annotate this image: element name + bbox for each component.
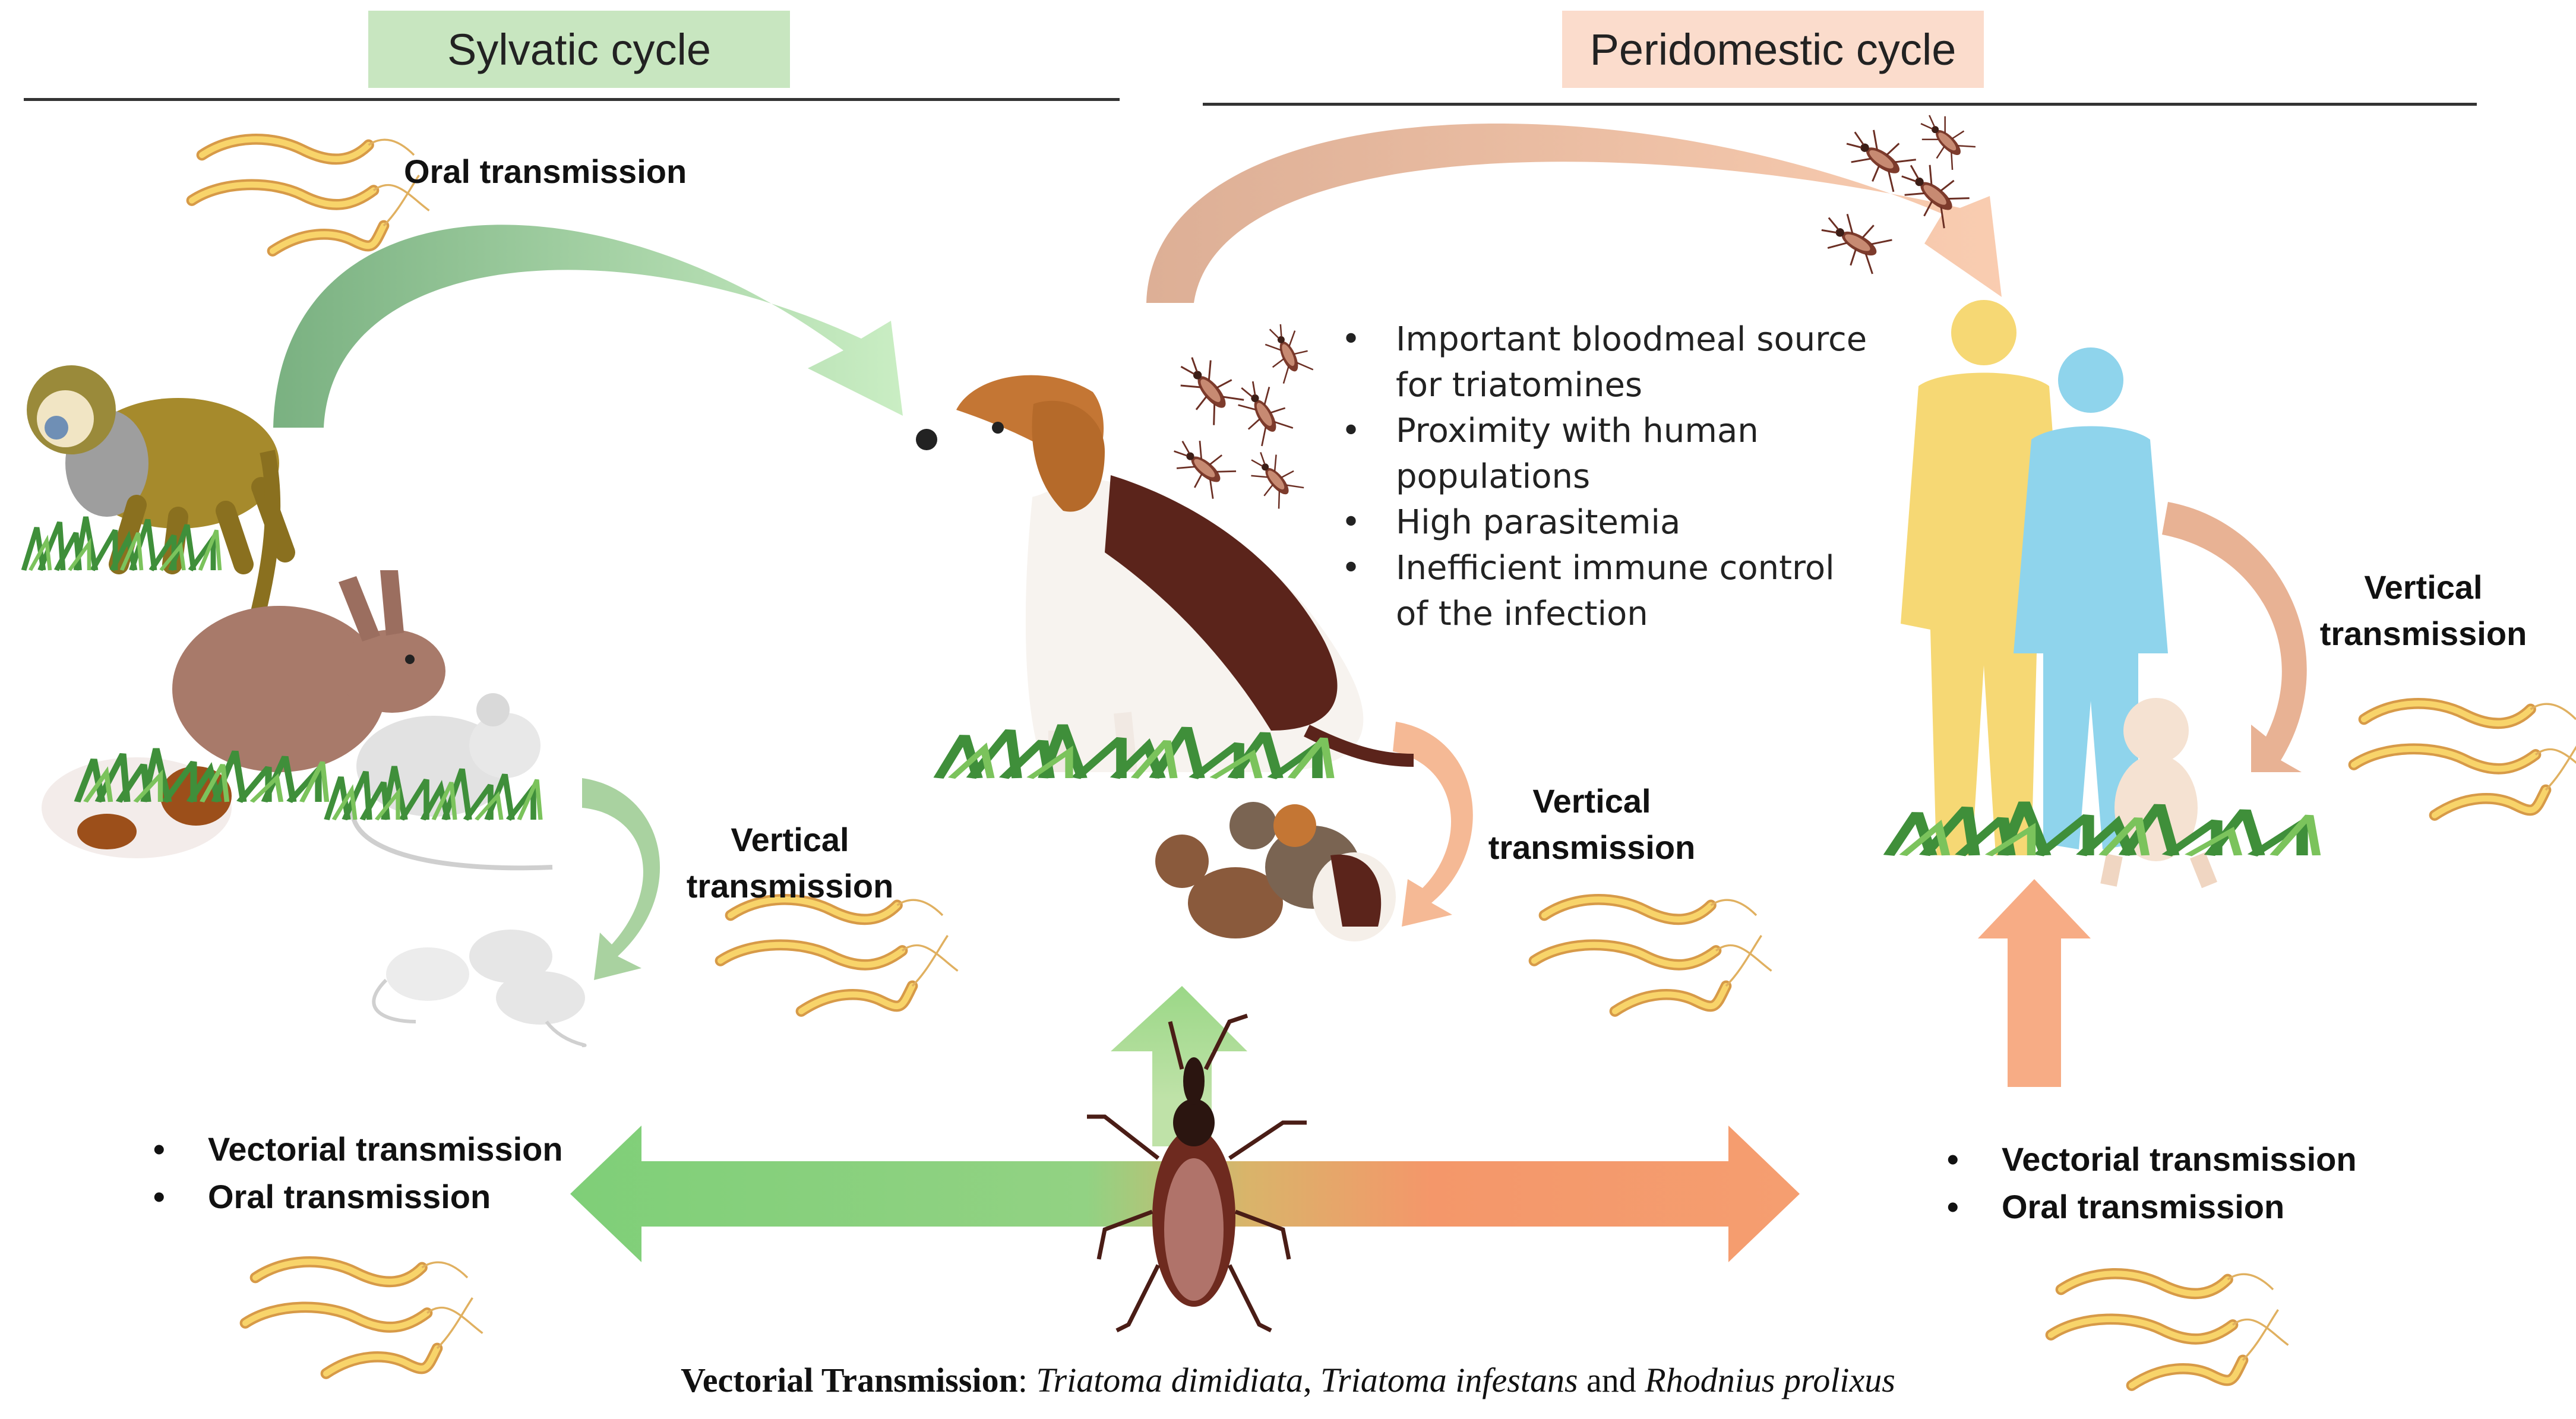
- human-vertical-transmission-label: Vertical transmission: [2305, 564, 2542, 657]
- mouse-litter-icon: [372, 930, 587, 1047]
- trypanosome-icon: [192, 139, 429, 251]
- human-vertical-arrow: [2162, 502, 2307, 772]
- list-item: High parasitemia: [1336, 500, 1871, 545]
- triatomine-bug-icon: [1168, 346, 1248, 429]
- triatomine-bug-icon: [1164, 429, 1239, 503]
- triatomine-bug-icon: [1812, 203, 1895, 278]
- label-line: Vertical: [731, 821, 849, 858]
- caption-and: and: [1578, 1361, 1645, 1399]
- list-item: Oral transmission: [148, 1173, 624, 1221]
- triatomine-bug-icon: [1910, 105, 1978, 173]
- trypanosome-icon: [245, 1262, 483, 1373]
- peridomestic-cycle-title: Peridomestic cycle: [1562, 11, 1984, 88]
- triatomine-bug-icon: [1087, 1013, 1307, 1333]
- dog-icon: [916, 375, 1414, 773]
- caption-species-2: Triatoma infestans: [1320, 1361, 1578, 1399]
- label-line: transmission: [1488, 829, 1696, 866]
- caption-comma: ,: [1303, 1361, 1321, 1399]
- list-item: Important bloodmeal source for triatomin…: [1336, 317, 1871, 408]
- mouse-icon: [350, 693, 553, 871]
- caption-lead: Vectorial Transmission: [681, 1361, 1018, 1399]
- sylvatic-oral-arc-arrow: [273, 225, 903, 428]
- caption-species-1: Triatoma dimidiata: [1036, 1361, 1304, 1399]
- sylvatic-vertical-transmission-label: Vertical transmission: [671, 817, 909, 909]
- monkey-icon: [27, 365, 295, 691]
- green-up-arrow: [1111, 986, 1247, 1146]
- triatomine-bug-icon: [1257, 318, 1317, 385]
- peridomestic-transmission-list: Vectorial transmission Oral transmission: [1942, 1136, 2417, 1231]
- sylvatic-cycle-title: Sylvatic cycle: [368, 11, 790, 88]
- peridomestic-arc-arrow: [1146, 123, 2002, 303]
- vectorial-species-caption: Vectorial Transmission: Triatoma dimidia…: [0, 1360, 2576, 1400]
- rabbit-icon: [172, 570, 445, 772]
- dog-characteristics-list: Important bloodmeal source for triatomin…: [1336, 317, 1871, 637]
- sylvatic-oral-transmission-label: Oral transmission: [404, 153, 687, 190]
- list-item: Vectorial transmission: [148, 1126, 624, 1173]
- label-line: Vertical: [1532, 782, 1651, 820]
- label-line: Vertical: [2364, 568, 2483, 606]
- label-line: transmission: [2319, 615, 2527, 652]
- puppies-icon: [1155, 802, 1396, 941]
- list-item: Proximity with human populations: [1336, 408, 1871, 500]
- trypanosome-icon: [2354, 703, 2576, 815]
- list-item: Inefficient immune control of the infect…: [1336, 545, 1871, 637]
- list-item: Oral transmission: [1942, 1183, 2417, 1231]
- label-line: transmission: [686, 867, 894, 905]
- dog-vertical-transmission-label: Vertical transmission: [1473, 778, 1711, 871]
- trypanosome-icon: [1534, 899, 1772, 1011]
- human-man-icon: [1901, 300, 2067, 855]
- list-item: Vectorial transmission: [1942, 1136, 2417, 1183]
- sylvatic-vertical-arrow: [582, 778, 660, 980]
- sylvatic-transmission-list: Vectorial transmission Oral transmission: [148, 1126, 624, 1221]
- dog-vertical-arrow: [1393, 722, 1473, 927]
- trypanosome-icon: [720, 899, 958, 1011]
- triatomine-bug-icon: [1228, 373, 1297, 448]
- caption-species-3: Rhodnius prolixus: [1645, 1361, 1895, 1399]
- orange-up-arrow: [1978, 879, 2091, 1087]
- caption-separator: :: [1017, 1361, 1036, 1399]
- triatomine-bug-icon: [1240, 443, 1307, 511]
